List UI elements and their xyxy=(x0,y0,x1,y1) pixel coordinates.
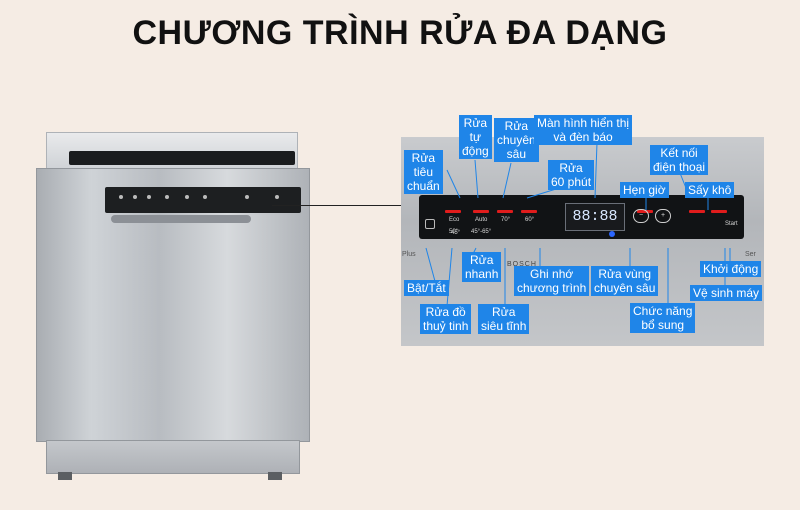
power-icon xyxy=(425,219,435,229)
page-title: CHƯƠNG TRÌNH RỬA ĐA DẠNG xyxy=(132,14,668,52)
brand-logo: BOSCH xyxy=(507,261,537,268)
control-panel-bar: Eco 50° Auto 45°-65° 70° 60° 45° 88:88 −… xyxy=(419,195,744,239)
plus-text: Plus xyxy=(402,251,416,258)
dishwasher-image xyxy=(34,132,310,482)
label-machine-clean: Vệ sinh máy xyxy=(690,285,763,301)
dishwasher-top xyxy=(46,132,298,169)
program-glass-temp: 45° xyxy=(451,230,461,236)
label-drying: Sấy khô xyxy=(685,182,735,198)
series-text: Ser xyxy=(745,251,756,258)
program-intensive-temp: 70° xyxy=(501,217,511,223)
timer-minus-button[interactable]: − xyxy=(633,209,649,223)
label-power-toggle: Bật/Tắt xyxy=(404,280,449,296)
program-60min-temp: 60° xyxy=(525,217,535,223)
label-start: Khởi động xyxy=(700,261,762,277)
timer-plus-button[interactable]: + xyxy=(655,209,671,223)
label-timer: Hẹn giờ xyxy=(620,182,669,198)
dishwasher-base xyxy=(46,440,300,474)
time-display: 88:88 xyxy=(565,203,625,231)
program-auto-label: Auto xyxy=(475,217,488,223)
program-eco-label: Eco xyxy=(449,217,460,223)
dishwasher-door xyxy=(36,168,310,442)
wifi-indicator-icon xyxy=(609,231,615,237)
zoom-pointer-line xyxy=(272,205,402,206)
dishwasher-control-strip xyxy=(105,187,301,213)
start-button-label: Start xyxy=(725,221,738,227)
program-auto-temp: 45°-65° xyxy=(471,229,492,235)
dishwasher-handle xyxy=(111,215,251,223)
program-eco-temp: 50° xyxy=(449,229,459,235)
